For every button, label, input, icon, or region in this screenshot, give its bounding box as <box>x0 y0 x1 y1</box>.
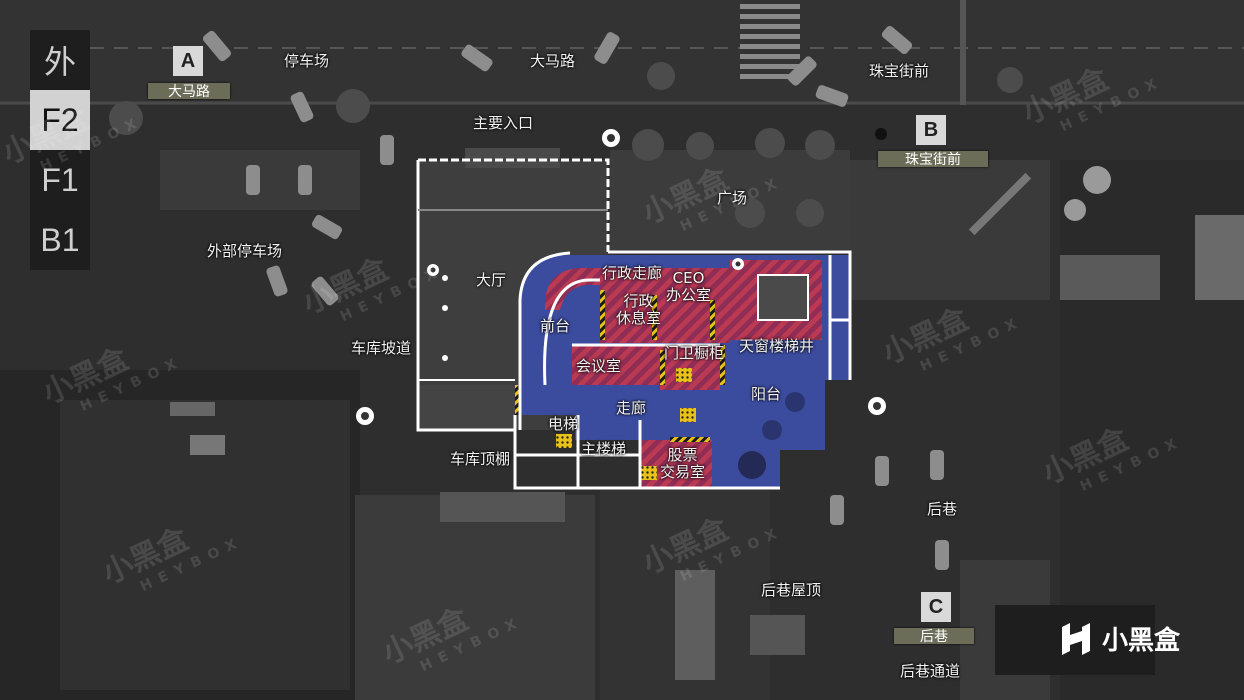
label-hallway: 走廊 <box>616 399 647 417</box>
satellite-dishes <box>1064 166 1111 221</box>
label-exec-lounge: 行政 休息室 <box>616 292 662 328</box>
label-main-entrance: 主要入口 <box>473 114 534 132</box>
building-walls <box>416 158 852 490</box>
label-back-alley: 后巷 <box>927 500 958 518</box>
surrounding-buildings <box>0 150 1244 700</box>
label-back-alley-passage: 后巷通道 <box>900 662 961 680</box>
camera-icons <box>356 129 886 425</box>
label-main-road: 大马路 <box>530 52 576 70</box>
label-reception: 前台 <box>540 317 571 335</box>
label-garage-roof: 车库顶棚 <box>450 450 511 468</box>
trees <box>109 62 1023 228</box>
site-a-marker[interactable]: A <box>173 46 203 76</box>
site-c-tag: 后巷 <box>894 628 974 645</box>
building-footprint <box>418 148 850 488</box>
label-ceo-office: CEO 办公室 <box>666 269 712 305</box>
label-jewelry-street: 珠宝街前 <box>869 62 930 80</box>
floor-tab-outside[interactable]: 外 <box>30 30 90 90</box>
site-c-marker[interactable]: C <box>921 592 951 622</box>
parked-cars <box>202 25 949 570</box>
label-balcony: 阳台 <box>751 385 782 403</box>
label-conference-room: 会议室 <box>576 357 622 375</box>
floor-tab-f1[interactable]: F1 <box>30 150 90 210</box>
brand-logo: 小黑盒 <box>1058 620 1180 657</box>
site-b-marker[interactable]: B <box>916 115 946 145</box>
floor-tab-f2[interactable]: F2 <box>30 90 90 150</box>
label-skylight-stairs: 天窗楼梯井 <box>739 337 815 355</box>
floor-selector: 外 F2 F1 B1 <box>30 30 90 270</box>
label-outer-parking: 外部停车场 <box>207 242 283 260</box>
label-main-stairs: 主楼梯 <box>581 440 627 458</box>
lobby-pillars <box>442 275 448 361</box>
label-stock-trading: 股票 交易室 <box>660 446 706 482</box>
label-plaza: 广场 <box>717 189 748 207</box>
label-exec-hallway: 行政走廊 <box>602 264 663 282</box>
crosswalk <box>740 4 800 79</box>
heybox-logo-icon <box>1062 622 1090 655</box>
brand-name: 小黑盒 <box>1102 626 1181 656</box>
label-back-alley-roof: 后巷屋顶 <box>761 581 822 599</box>
floor-tab-b1[interactable]: B1 <box>30 210 90 270</box>
label-parking-lot: 停车场 <box>284 52 330 70</box>
label-elevator: 电梯 <box>548 415 579 433</box>
site-a-tag: 大马路 <box>148 83 230 100</box>
site-b-tag: 珠宝街前 <box>878 151 988 168</box>
label-lobby: 大厅 <box>476 271 507 289</box>
label-garage-ramp: 车库坡道 <box>351 339 412 357</box>
label-closet: 门卫橱柜 <box>664 344 725 362</box>
